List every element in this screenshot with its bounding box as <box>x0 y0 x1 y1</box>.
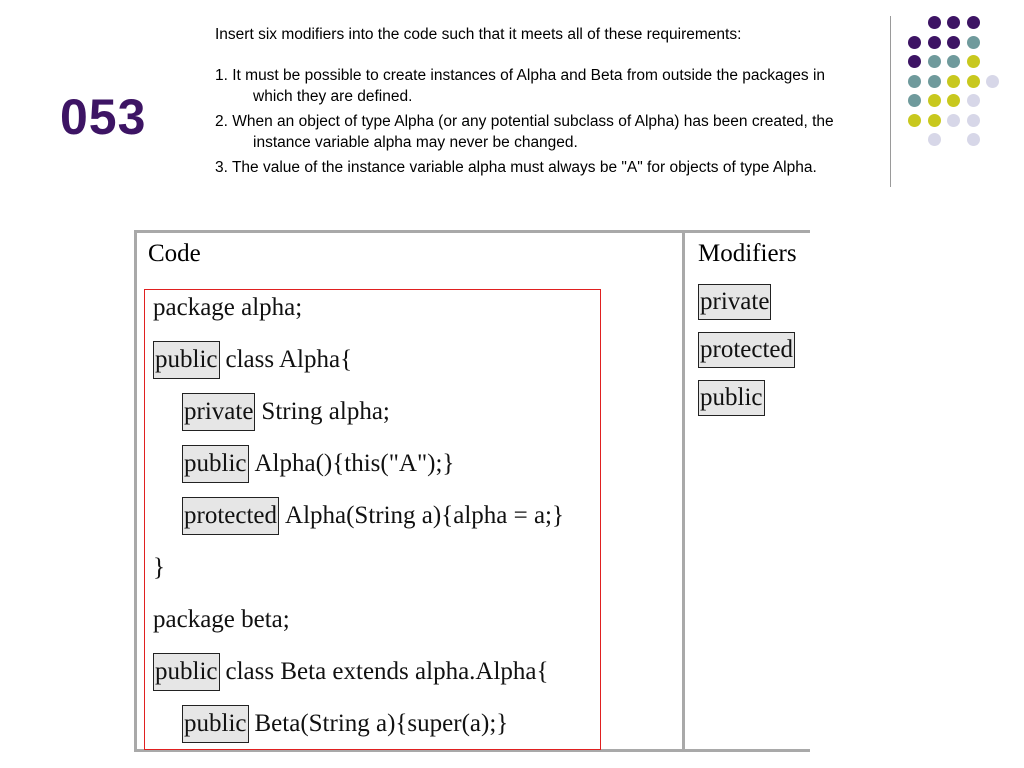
modifiers-column-header: Modifiers <box>698 240 797 267</box>
decorative-dot <box>966 113 980 127</box>
code-box <box>144 289 601 750</box>
code-text: class Alpha{ <box>225 346 353 373</box>
decorative-dot <box>947 55 960 68</box>
decorative-dot <box>966 133 980 146</box>
code-column-header: Code <box>148 240 201 267</box>
modifier-option-private[interactable]: private <box>698 284 772 320</box>
question-text: Insert six modifiers into the code such … <box>215 24 865 182</box>
code-text: Beta(String a){super(a);} <box>254 710 509 737</box>
code-line-1: package alpha; <box>153 287 302 329</box>
code-line-2: public class Alpha{ <box>153 339 352 381</box>
requirement-3: 3. The value of the instance variable al… <box>215 159 817 176</box>
requirement-1: 1. It must be possible to create instanc… <box>215 67 826 105</box>
code-line-5: protected Alpha(String a){alpha = a;} <box>182 495 564 537</box>
code-line-9: public Beta(String a){super(a);} <box>182 703 508 745</box>
code-line-3: private String alpha; <box>182 391 390 433</box>
decorative-dot <box>947 94 960 107</box>
code-text: String alpha; <box>261 398 390 425</box>
modifier-slot[interactable]: public <box>153 341 220 379</box>
requirement-2: 2. When an object of type Alpha (or any … <box>215 113 834 151</box>
vertical-divider <box>890 16 891 187</box>
decorative-dot <box>927 74 941 88</box>
slide-number: 053 <box>60 89 147 145</box>
decorative-dot <box>966 16 980 29</box>
modifier-option-public[interactable]: public <box>698 380 765 416</box>
decorative-dot <box>927 113 941 127</box>
code-text: } <box>153 554 165 581</box>
code-text: package alpha; <box>153 294 303 321</box>
decorative-dot <box>927 35 941 49</box>
code-text: Alpha(String a){alpha = a;} <box>285 502 565 529</box>
decorative-dot <box>908 55 921 68</box>
decorative-dot <box>908 35 921 49</box>
decorative-dot <box>908 113 921 127</box>
table-column-separator <box>682 230 685 752</box>
decorative-dot <box>927 16 941 29</box>
decorative-dot <box>908 94 921 107</box>
code-modifiers-table <box>134 230 810 752</box>
code-text: package beta; <box>153 606 290 633</box>
decorative-dot <box>947 74 960 88</box>
code-text: Alpha(){this("A");} <box>254 450 455 477</box>
code-line-4: public Alpha(){this("A");} <box>182 443 454 485</box>
decorative-dot <box>947 113 960 127</box>
decorative-dot <box>986 74 999 88</box>
code-line-8: public class Beta extends alpha.Alpha{ <box>153 651 549 693</box>
decorative-dot <box>947 35 960 49</box>
modifier-option-protected[interactable]: protected <box>698 332 796 368</box>
question-intro: Insert six modifiers into the code such … <box>215 26 742 43</box>
decorative-dot-grid <box>906 14 1016 164</box>
code-line-6: } <box>153 547 165 589</box>
decorative-dot <box>947 16 960 29</box>
decorative-dot <box>927 55 941 68</box>
modifier-slot[interactable]: public <box>182 445 249 483</box>
modifier-slot[interactable]: private <box>182 393 256 431</box>
decorative-dot <box>966 35 980 49</box>
modifier-slot[interactable]: protected <box>182 497 280 535</box>
code-line-7: package beta; <box>153 599 290 641</box>
decorative-dot <box>966 94 980 107</box>
modifier-slot[interactable]: public <box>153 653 220 691</box>
code-text: class Beta extends alpha.Alpha{ <box>225 658 549 685</box>
decorative-dot <box>966 74 980 88</box>
decorative-dot <box>966 55 980 68</box>
decorative-dot <box>927 133 941 146</box>
modifier-slot[interactable]: public <box>182 705 249 743</box>
decorative-dot <box>908 74 921 88</box>
decorative-dot <box>927 94 941 107</box>
